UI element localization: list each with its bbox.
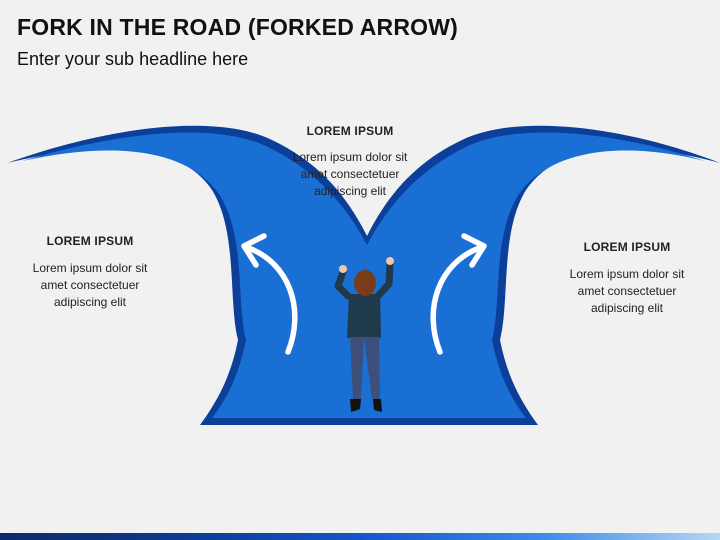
text-block-top: LOREM IPSUM Lorem ipsum dolor sit amet c… [260, 124, 440, 200]
block-line: Lorem ipsum dolor sit [569, 267, 685, 281]
person-figure-icon [334, 257, 394, 412]
curved-arrow-right-icon [430, 233, 487, 355]
text-block-left: LOREM IPSUM Lorem ipsum dolor sit amet c… [0, 234, 180, 311]
block-heading: LOREM IPSUM [46, 234, 134, 248]
block-body: Lorem ipsum dolor sit amet consectetuer … [0, 260, 180, 311]
block-line: amet consectetuer [300, 167, 400, 181]
curved-arrow-left-icon [241, 233, 298, 355]
bottom-gradient-bar [0, 533, 720, 540]
block-line: Lorem ipsum dolor sit [32, 261, 148, 275]
block-body: Lorem ipsum dolor sit amet consectetuer … [537, 266, 717, 317]
block-line: adipiscing elit [53, 295, 127, 309]
block-line: adipiscing elit [590, 301, 664, 315]
page-title: FORK IN THE ROAD (FORKED ARROW) [17, 14, 459, 40]
block-line: amet consectetuer [40, 278, 140, 292]
block-body: Lorem ipsum dolor sit amet consectetuer … [260, 149, 440, 200]
block-heading: LOREM IPSUM [306, 124, 394, 138]
block-line: adipiscing elit [313, 184, 387, 198]
block-line: amet consectetuer [577, 284, 677, 298]
block-line: Lorem ipsum dolor sit [292, 150, 408, 164]
text-block-right: LOREM IPSUM Lorem ipsum dolor sit amet c… [537, 240, 717, 317]
page-subtitle: Enter your sub headline here [17, 49, 249, 69]
block-heading: LOREM IPSUM [583, 240, 671, 254]
